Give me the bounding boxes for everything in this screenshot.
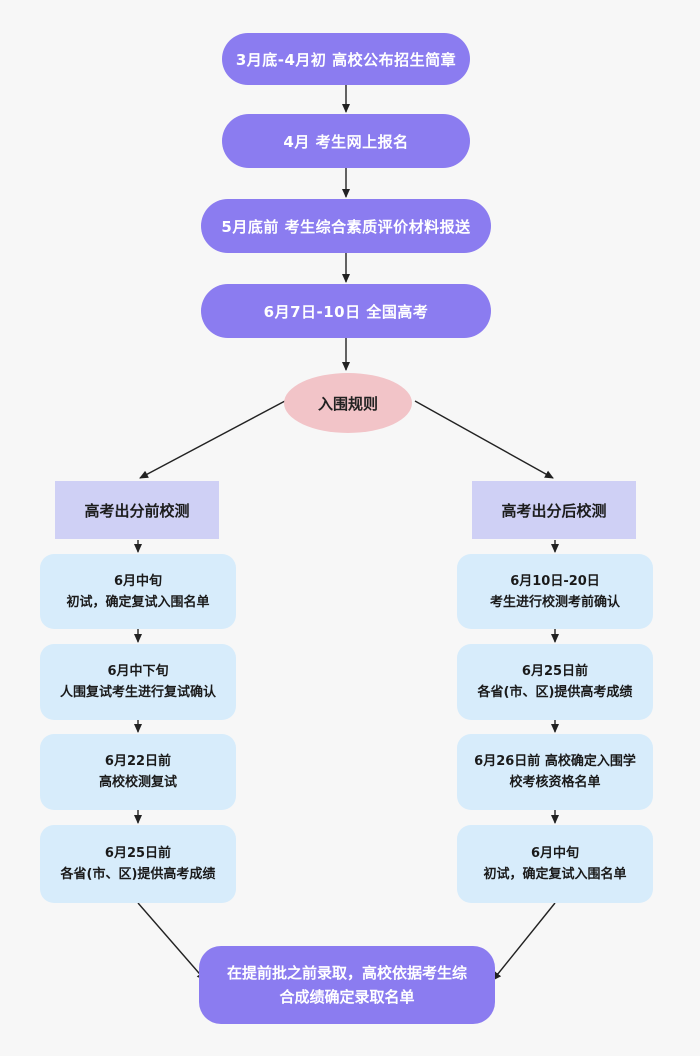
final-line-1: 在提前批之前录取，高校依据考生综 bbox=[226, 964, 467, 982]
timeline-step-2: 4月 考生网上报名 bbox=[222, 114, 470, 168]
final-admission-node: 在提前批之前录取，高校依据考生综 合成绩确定录取名单 bbox=[199, 946, 495, 1024]
right-step-2: 6月25日前 各省(市、区)提供高考成绩 bbox=[457, 644, 653, 720]
step-line-2: 校考核资格名单 bbox=[509, 775, 601, 790]
step-line-1: 6月22日前 bbox=[104, 754, 172, 769]
left-branch-title: 高考出分前校测 bbox=[55, 481, 219, 539]
timeline-step-3: 5月底前 考生综合素质评价材料报送 bbox=[201, 199, 491, 253]
step-line-2: 初试，确定复试入围名单 bbox=[66, 594, 210, 610]
timeline-step-1: 3月底-4月初 高校公布招生简章 bbox=[222, 33, 470, 85]
right-step-4: 6月中旬 初试，确定复试入围名单 bbox=[457, 825, 653, 903]
step-line-1: 6月25日前 bbox=[521, 664, 589, 679]
left-step-1: 6月中旬 初试，确定复试入围名单 bbox=[40, 554, 236, 629]
arrow-to-left-branch bbox=[139, 400, 286, 479]
step-line-2: 考生进行校测考前确认 bbox=[489, 594, 620, 610]
step-line-1: 6月中旬 bbox=[530, 846, 580, 861]
right-branch-title: 高考出分后校测 bbox=[472, 481, 636, 539]
arrow-to-right-branch bbox=[414, 400, 554, 479]
step-line-1: 6月25日前 bbox=[104, 846, 172, 861]
step-line-2: 各省(市、区)提供高考成绩 bbox=[60, 867, 216, 882]
left-step-2: 6月中下旬 人围复试考生进行复试确认 bbox=[40, 644, 236, 720]
step-line-2: 各省(市、区)提供高考成绩 bbox=[477, 685, 633, 700]
step-line-1: 6月中旬 bbox=[113, 573, 163, 589]
step-line-1: 6月中下旬 bbox=[107, 664, 169, 679]
left-step-3: 6月22日前 高校校测复试 bbox=[40, 734, 236, 810]
admission-rules-node: 入围规则 bbox=[284, 373, 412, 433]
arrow-right-to-final bbox=[492, 902, 556, 981]
final-line-2: 合成绩确定录取名单 bbox=[279, 988, 415, 1006]
left-step-4: 6月25日前 各省(市、区)提供高考成绩 bbox=[40, 825, 236, 903]
step-line-1: 6月10日-20日 bbox=[510, 573, 600, 589]
timeline-step-4: 6月7日-10日 全国高考 bbox=[201, 284, 491, 338]
step-line-2: 高校校测复试 bbox=[98, 775, 177, 790]
right-step-3: 6月26日前 高校确定入围学 校考核资格名单 bbox=[457, 734, 653, 810]
step-line-1: 6月26日前 高校确定入围学 bbox=[474, 754, 636, 769]
right-step-1: 6月10日-20日 考生进行校测考前确认 bbox=[457, 554, 653, 629]
step-line-2: 初试，确定复试入围名单 bbox=[483, 867, 627, 882]
arrow-left-to-final bbox=[137, 902, 206, 981]
step-line-2: 人围复试考生进行复试确认 bbox=[59, 685, 216, 700]
